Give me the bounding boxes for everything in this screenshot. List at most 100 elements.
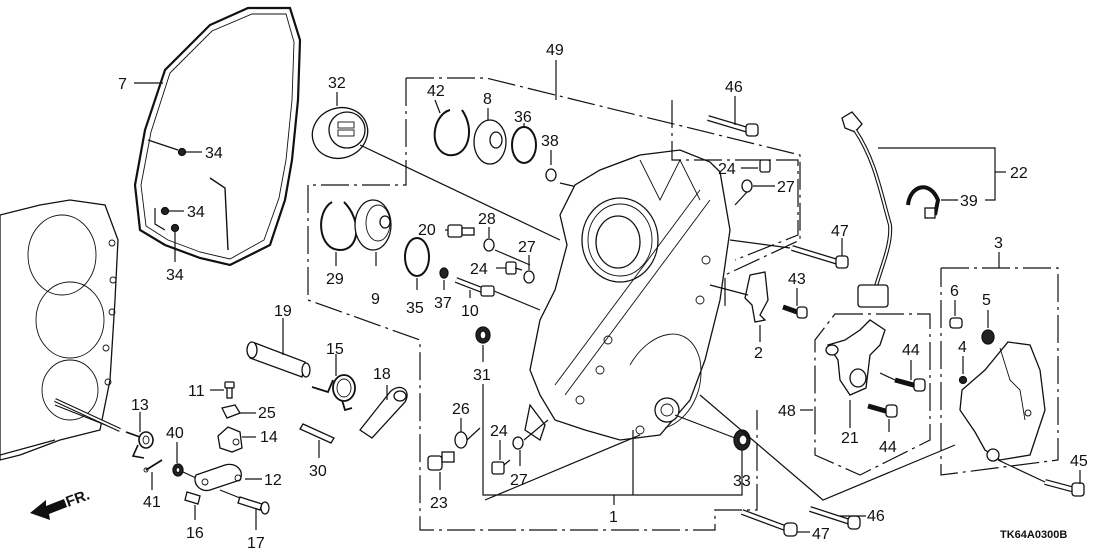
front-label: FR.: [64, 487, 93, 511]
callout-label: 34: [166, 267, 184, 284]
group-boundary: [307, 78, 758, 531]
callout-7: 7: [118, 76, 163, 93]
feed-pipe: [454, 277, 541, 311]
callout-label: 26: [452, 401, 470, 418]
snap-ring: [320, 201, 358, 266]
clip: [221, 404, 256, 419]
callout-label: 31: [473, 367, 491, 384]
callout-label: 32: [328, 75, 346, 92]
sealing-washer: [523, 255, 535, 284]
callout-label: 44: [879, 439, 897, 456]
callout-label: 28: [478, 211, 496, 228]
drain-bolt: [427, 451, 455, 490]
bolt: [496, 261, 523, 275]
group-48-boundary: [814, 313, 931, 476]
callout-label: 27: [777, 179, 795, 196]
bolt: [741, 159, 771, 173]
transmission-case: [0, 199, 119, 461]
sealing-washer: [483, 227, 531, 266]
callout-label: 29: [326, 271, 344, 288]
callout-label: 24: [470, 261, 488, 278]
group-22-bracket: [878, 147, 996, 201]
dowel-pin: [958, 356, 968, 385]
gasket: [133, 6, 302, 267]
callout-label: 40: [166, 425, 184, 442]
callout-label: 36: [514, 109, 532, 126]
sealing-washer: [454, 418, 481, 449]
callout-label: 47: [831, 223, 849, 240]
callout-label: 17: [247, 535, 265, 552]
washer: [172, 442, 197, 479]
shift-lever: [359, 385, 408, 439]
callout-label: 21: [841, 430, 859, 447]
callout-label: 6: [950, 283, 959, 300]
dowel-pin: [439, 267, 449, 290]
callout-label: 18: [373, 366, 391, 383]
callout-label: 5: [982, 292, 991, 309]
dowel-pin: [147, 139, 202, 262]
callout-label: 3: [994, 235, 1003, 252]
torsion-spring: [311, 354, 356, 412]
bolt: [210, 381, 235, 399]
flange-bolt: [707, 96, 759, 137]
group-1-bracket: [482, 384, 743, 496]
bolt: [867, 403, 898, 432]
dowel-bolt: [949, 300, 963, 329]
flange-bolt: [729, 238, 849, 269]
callout-label: 35: [406, 300, 424, 317]
callout-label: 7: [118, 76, 127, 93]
front-direction-arrow-icon: FR.: [30, 487, 92, 520]
link-pin: [219, 489, 270, 530]
o-ring: [404, 237, 430, 290]
oil-seal: [475, 326, 491, 362]
diagram-code: TK64A0300B: [1000, 529, 1067, 541]
callout-label: 34: [205, 145, 223, 162]
callout-label: 46: [867, 508, 885, 525]
callout-label: 24: [490, 423, 508, 440]
shift-cover: [959, 341, 1046, 462]
leader-line: [699, 394, 956, 501]
callout-label: 37: [434, 295, 452, 312]
position-sensor: [825, 319, 886, 428]
bracket: [709, 271, 769, 342]
callout-label: 1: [609, 509, 618, 526]
callout-label: 14: [260, 429, 278, 446]
seal: [981, 310, 995, 345]
callout-label: 4: [958, 339, 967, 356]
roller-bearing: [311, 92, 561, 241]
callout-label: 39: [960, 193, 978, 210]
callout-label: 27: [518, 239, 536, 256]
callout-label: 44: [902, 342, 920, 359]
wire-harness: [841, 111, 893, 308]
callout-label: 15: [326, 341, 344, 358]
oil-seal: [354, 199, 392, 266]
callout-label: 25: [258, 405, 276, 422]
group-49-boundary: [406, 77, 801, 310]
bolt: [879, 360, 926, 392]
flange-bolt: [997, 459, 1085, 497]
harness-clip: [906, 185, 958, 219]
bolt: [782, 288, 808, 319]
callout-label: 42: [427, 83, 445, 100]
snap-ring: [433, 99, 471, 157]
flange-bolt: [809, 506, 866, 530]
callout-label: 20: [418, 222, 436, 239]
callout-label: 12: [264, 472, 282, 489]
collar: [184, 491, 201, 520]
callout-label: 22: [1010, 165, 1028, 182]
transmission-housing: [484, 149, 731, 501]
sealing-washer: [512, 419, 549, 466]
callout-label: 27: [510, 472, 528, 489]
cotter-pin: [143, 459, 163, 490]
callout-label: 2: [754, 345, 763, 362]
callout-label: 10: [461, 303, 479, 320]
callout-label: 45: [1070, 453, 1088, 470]
callout-label: 33: [733, 473, 751, 490]
callout-label: 19: [274, 303, 292, 320]
callout-label: 46: [725, 79, 743, 96]
shift-link: [194, 463, 262, 492]
callout-label: 30: [309, 463, 327, 480]
callout-label: 49: [546, 42, 564, 59]
callout-label: 11: [188, 383, 205, 400]
